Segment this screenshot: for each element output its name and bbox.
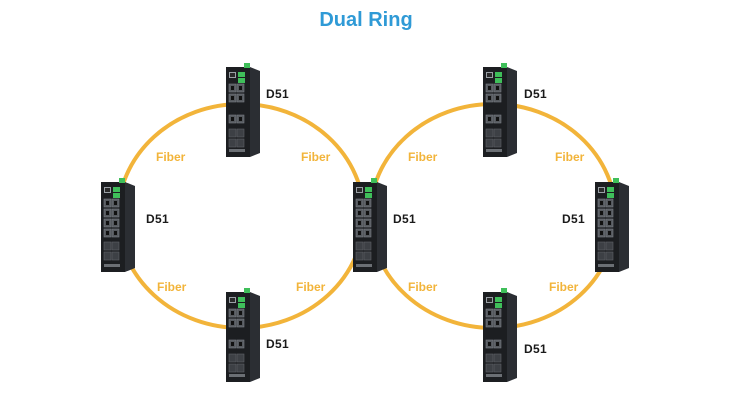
sfp-port-icon bbox=[485, 138, 494, 148]
terminal-block-icon bbox=[495, 72, 502, 77]
terminal-block-icon bbox=[238, 72, 245, 77]
sfp-port-icon bbox=[493, 353, 502, 363]
fiber-label: Fiber bbox=[408, 280, 438, 294]
device-label: D51 bbox=[266, 337, 289, 351]
sfp-port-icon bbox=[228, 353, 237, 363]
sfp-port-icon bbox=[597, 251, 606, 261]
sfp-port-icon bbox=[485, 128, 494, 138]
switch-device-top-right[interactable] bbox=[481, 63, 519, 164]
sfp-port-icon bbox=[485, 353, 494, 363]
fiber-label: Fiber bbox=[408, 150, 438, 164]
brand-logo bbox=[598, 264, 614, 267]
sfp-port-icon bbox=[236, 363, 245, 373]
switch-icon bbox=[483, 63, 517, 157]
sfp-port-icon bbox=[363, 241, 372, 251]
sfp-port-icon bbox=[485, 363, 494, 373]
switch-icon bbox=[595, 178, 629, 272]
switch-side bbox=[377, 182, 387, 272]
power-terminal-icon bbox=[244, 63, 250, 68]
terminal-block-icon bbox=[495, 297, 502, 302]
sfp-port-icon bbox=[605, 251, 614, 261]
terminal-block-icon bbox=[238, 297, 245, 302]
switch-side bbox=[250, 292, 260, 382]
switch-icon bbox=[101, 178, 135, 272]
sfp-port-icon bbox=[355, 241, 364, 251]
fiber-label: Fiber bbox=[296, 280, 326, 294]
power-terminal-icon bbox=[501, 288, 507, 293]
sfp-port-icon bbox=[493, 363, 502, 373]
power-terminal-icon bbox=[613, 178, 619, 183]
sfp-port-icon bbox=[493, 138, 502, 148]
sfp-port-icon bbox=[228, 138, 237, 148]
terminal-block-icon bbox=[238, 303, 245, 308]
device-label: D51 bbox=[146, 212, 169, 226]
sfp-port-icon bbox=[236, 138, 245, 148]
power-terminal-icon bbox=[119, 178, 125, 183]
fiber-label: Fiber bbox=[549, 280, 579, 294]
power-terminal-icon bbox=[371, 178, 377, 183]
sfp-port-icon bbox=[111, 251, 120, 261]
switch-device-top-left[interactable] bbox=[224, 63, 262, 164]
switch-side bbox=[619, 182, 629, 272]
fiber-label: Fiber bbox=[555, 150, 585, 164]
sfp-port-icon bbox=[493, 128, 502, 138]
switch-side bbox=[125, 182, 135, 272]
terminal-block-icon bbox=[113, 193, 120, 198]
sfp-port-icon bbox=[363, 251, 372, 261]
switch-device-right[interactable] bbox=[593, 178, 631, 279]
device-label: D51 bbox=[393, 212, 416, 226]
sfp-port-icon bbox=[228, 128, 237, 138]
device-label: D51 bbox=[266, 87, 289, 101]
device-label: D51 bbox=[524, 87, 547, 101]
switch-device-bottom-right[interactable] bbox=[481, 288, 519, 389]
switch-side bbox=[250, 67, 260, 157]
brand-logo bbox=[486, 149, 502, 152]
switch-icon bbox=[353, 178, 387, 272]
device-label: D51 bbox=[524, 342, 547, 356]
brand-logo bbox=[356, 264, 372, 267]
terminal-block-icon bbox=[113, 187, 120, 192]
brand-logo bbox=[229, 374, 245, 377]
terminal-block-icon bbox=[238, 78, 245, 83]
sfp-port-icon bbox=[236, 353, 245, 363]
switch-side bbox=[507, 292, 517, 382]
switch-device-bottom-left[interactable] bbox=[224, 288, 262, 389]
switch-device-left[interactable] bbox=[99, 178, 137, 279]
power-terminal-icon bbox=[244, 288, 250, 293]
brand-logo bbox=[104, 264, 120, 267]
terminal-block-icon bbox=[365, 187, 372, 192]
fiber-label: Fiber bbox=[156, 150, 186, 164]
sfp-port-icon bbox=[111, 241, 120, 251]
sfp-port-icon bbox=[597, 241, 606, 251]
power-terminal-icon bbox=[501, 63, 507, 68]
terminal-block-icon bbox=[607, 187, 614, 192]
sfp-port-icon bbox=[355, 251, 364, 261]
switch-side bbox=[507, 67, 517, 157]
sfp-port-icon bbox=[605, 241, 614, 251]
brand-logo bbox=[486, 374, 502, 377]
sfp-port-icon bbox=[228, 363, 237, 373]
switch-icon bbox=[226, 288, 260, 382]
terminal-block-icon bbox=[365, 193, 372, 198]
switch-icon bbox=[483, 288, 517, 382]
fiber-label: Fiber bbox=[301, 150, 331, 164]
terminal-block-icon bbox=[607, 193, 614, 198]
terminal-block-icon bbox=[495, 78, 502, 83]
sfp-port-icon bbox=[103, 241, 112, 251]
fiber-label: Fiber bbox=[157, 280, 187, 294]
switch-device-center[interactable] bbox=[351, 178, 389, 279]
terminal-block-icon bbox=[495, 303, 502, 308]
diagram-title: Dual Ring bbox=[319, 9, 413, 31]
device-label: D51 bbox=[562, 212, 585, 226]
sfp-port-icon bbox=[103, 251, 112, 261]
brand-logo bbox=[229, 149, 245, 152]
sfp-port-icon bbox=[236, 128, 245, 138]
switch-icon bbox=[226, 63, 260, 157]
